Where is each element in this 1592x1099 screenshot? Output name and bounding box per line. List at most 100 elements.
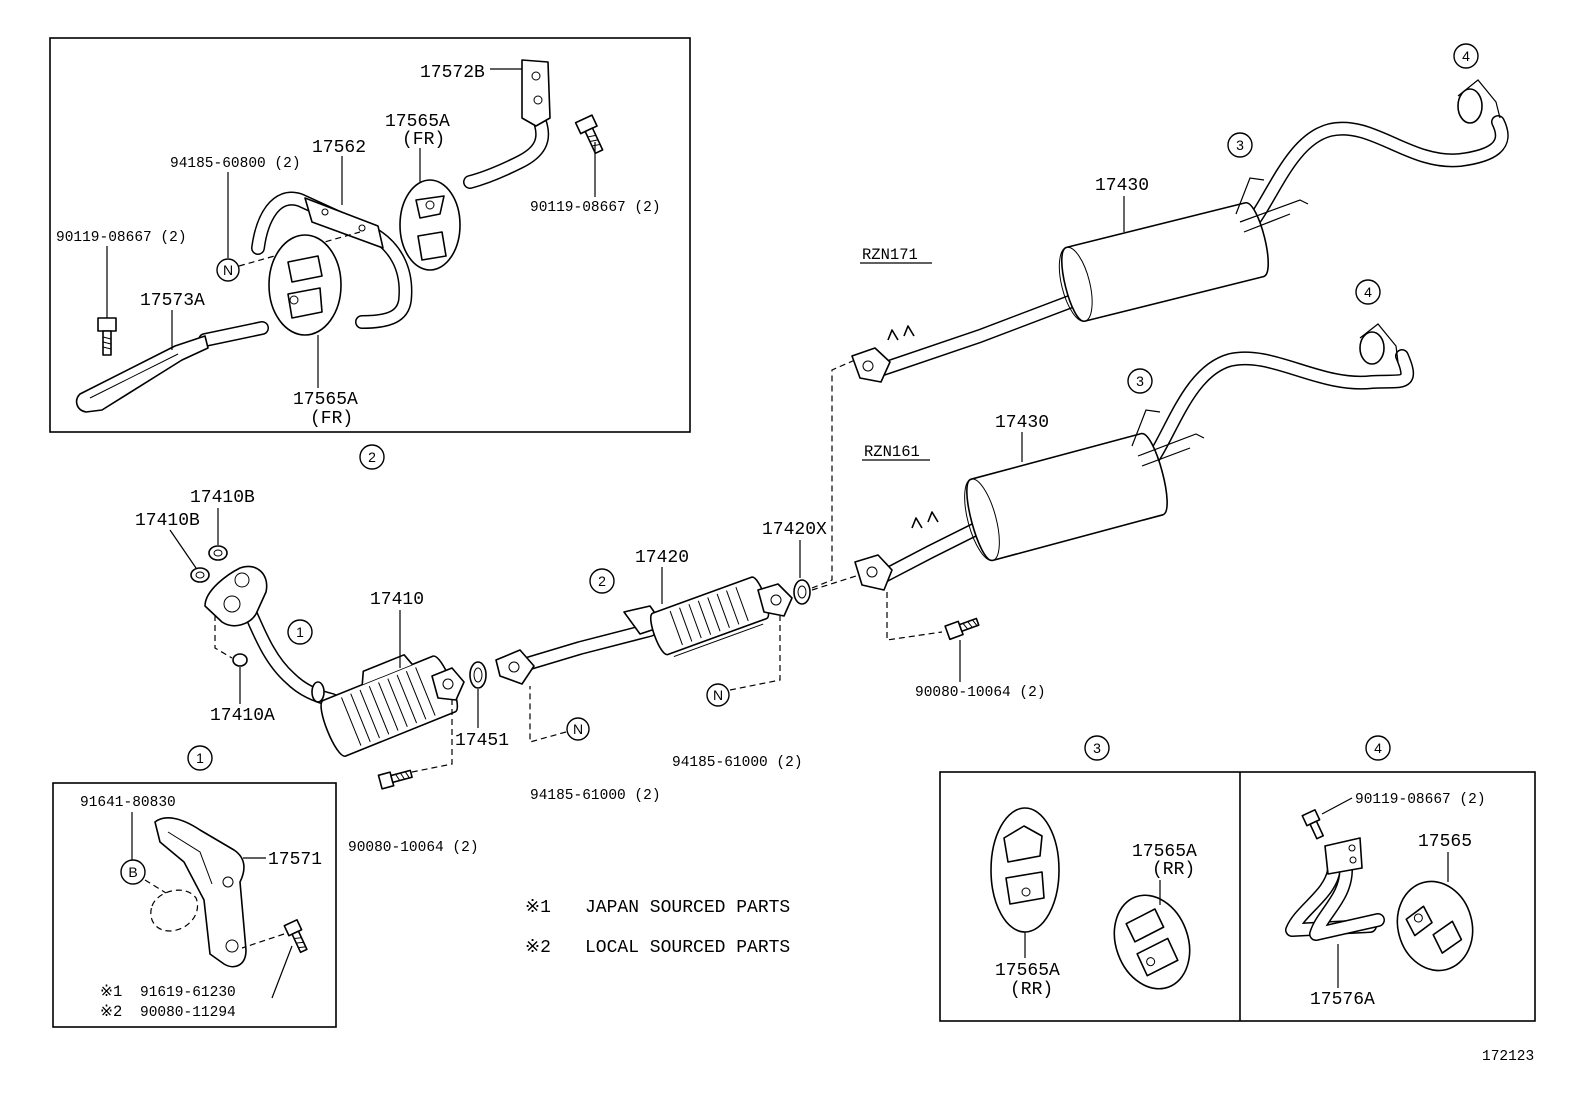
hanger-detail-box bbox=[49, 37, 691, 433]
hanger-slot bbox=[1136, 937, 1179, 977]
gasket-ring bbox=[190, 567, 210, 583]
label-90080-10064-left: 90080-10064 (2) bbox=[348, 840, 479, 856]
callout-circle bbox=[120, 859, 146, 885]
label-17410a: 17410A bbox=[210, 706, 275, 726]
label-17572b: 17572B bbox=[420, 63, 485, 83]
bracket-17562-rod-core bbox=[252, 193, 411, 328]
rzn161-flange bbox=[854, 554, 893, 591]
rzn171-inlet-pipe-core bbox=[874, 292, 1086, 376]
bracket-17576a-rod-inner-core bbox=[1310, 864, 1384, 940]
callout-circle bbox=[1453, 43, 1479, 69]
callout-circle bbox=[566, 717, 590, 741]
muffler-end-cap bbox=[964, 478, 1000, 562]
rzn161-hanger-tab bbox=[911, 511, 939, 529]
tip-bracket bbox=[1457, 79, 1501, 119]
bracket-17571-hole bbox=[225, 939, 239, 953]
callout-circle bbox=[187, 745, 213, 771]
callout-circle bbox=[1365, 735, 1391, 761]
bolt-90119-08667-right bbox=[574, 114, 604, 155]
label-17420x: 17420X bbox=[762, 520, 827, 540]
callout-circle bbox=[287, 619, 313, 645]
bolt-90080-10064-right bbox=[944, 617, 980, 641]
note-2-text: LOCAL SOURCED PARTS bbox=[585, 938, 790, 958]
bracket-17576a-hole bbox=[1349, 856, 1357, 864]
converter-ribs bbox=[341, 667, 436, 746]
flange-hole bbox=[770, 594, 782, 606]
bracket-17571-hole bbox=[222, 876, 234, 888]
bolt-thread bbox=[102, 336, 112, 350]
bracket-17571-fold bbox=[167, 831, 213, 885]
dash-to-rzn171 bbox=[811, 359, 856, 589]
callout-n-left: N bbox=[566, 717, 590, 741]
callout-circle bbox=[589, 568, 615, 594]
rzn161-tail-pipe bbox=[1139, 349, 1415, 475]
bracket-17572b-hole bbox=[531, 71, 541, 81]
leader-90119-rear bbox=[1321, 797, 1353, 815]
muffler-17430-rzn171 bbox=[1058, 202, 1269, 322]
callout-3-text: 3 bbox=[1136, 373, 1144, 389]
note-2-mark: ※2 bbox=[525, 938, 551, 958]
intermediate-pipe-17420-core bbox=[514, 624, 656, 672]
front-pipe-flange bbox=[204, 565, 268, 627]
label-17420: 17420 bbox=[635, 548, 689, 568]
hanger-slot bbox=[1003, 825, 1043, 863]
callout-2-main: 2 bbox=[589, 568, 615, 594]
bracket-17576a-hole bbox=[1348, 844, 1356, 852]
muffler-end-cap bbox=[1058, 246, 1093, 322]
callout-n-right: N bbox=[706, 683, 730, 707]
hanger-17565 bbox=[1396, 880, 1474, 972]
label-17565a-upper-pos: (FR) bbox=[402, 130, 445, 150]
bolt-90119-08667-rear bbox=[1301, 808, 1325, 840]
label-91641-80830: 91641-80830 bbox=[80, 795, 176, 811]
bolt-head bbox=[97, 317, 117, 332]
label-17451: 17451 bbox=[455, 731, 509, 751]
label-94185-61000-left: 94185-61000 (2) bbox=[530, 788, 661, 804]
flange-port bbox=[223, 595, 241, 613]
callout-b: B bbox=[120, 859, 146, 885]
gasket-ring bbox=[208, 545, 228, 561]
callout-4-detail: 4 bbox=[1365, 735, 1391, 761]
callout-4-text: 4 bbox=[1364, 284, 1372, 300]
callout-1-text: 1 bbox=[196, 750, 204, 766]
rzn161-tail-pipe-core bbox=[1140, 350, 1413, 474]
label-17565a-upper: 17565A bbox=[385, 112, 450, 132]
callout-1-main: 1 bbox=[287, 619, 313, 645]
figure-number: 172123 bbox=[1482, 1049, 1534, 1065]
flange-hole bbox=[508, 661, 520, 673]
converter-shield-edge bbox=[673, 623, 764, 658]
nut-17410a bbox=[232, 653, 248, 667]
bracket-17576a-plate bbox=[1324, 837, 1363, 875]
callout-circle bbox=[1355, 279, 1381, 305]
hanger-slot bbox=[287, 287, 323, 319]
rear-hanger-detail-box bbox=[939, 771, 1536, 1022]
bracket-detail-box bbox=[52, 782, 337, 1028]
dash-b-to-clamp bbox=[144, 879, 167, 894]
hanger-17565a-rr-right bbox=[1113, 894, 1191, 990]
bracket-17572b-plate bbox=[521, 59, 551, 127]
callout-circle bbox=[1084, 735, 1110, 761]
label-17565a-lower-pos: (FR) bbox=[310, 409, 353, 429]
gasket-ring bbox=[469, 661, 487, 689]
callout-3-lower: 3 bbox=[1127, 368, 1153, 394]
bracket-17571 bbox=[154, 817, 247, 968]
hanger-hole bbox=[1021, 887, 1031, 897]
flange-hole bbox=[862, 360, 874, 372]
hanger-slot bbox=[1405, 905, 1433, 937]
label-17571: 17571 bbox=[268, 850, 322, 870]
converter-17410-outlet-flange bbox=[431, 667, 465, 701]
flange-hole bbox=[866, 566, 878, 578]
bolt-90080-10064-left bbox=[377, 769, 413, 790]
label-17410b-lower: 17410B bbox=[135, 511, 200, 531]
tip-opening bbox=[1457, 88, 1483, 124]
hanger-slot bbox=[415, 195, 445, 219]
gasket-ring bbox=[793, 579, 811, 605]
callout-3-upper: 3 bbox=[1227, 132, 1253, 158]
bracket-17576a-rod-outer-core bbox=[1286, 864, 1376, 936]
bracket-17562-hole bbox=[358, 224, 366, 232]
tip-bracket bbox=[1359, 323, 1399, 363]
rzn161-inlet-pipe-core bbox=[878, 516, 996, 582]
label-17565a-lower: 17565A bbox=[293, 390, 358, 410]
bolt-thread bbox=[587, 134, 601, 147]
callout-2-top-box: 2 bbox=[359, 444, 385, 470]
